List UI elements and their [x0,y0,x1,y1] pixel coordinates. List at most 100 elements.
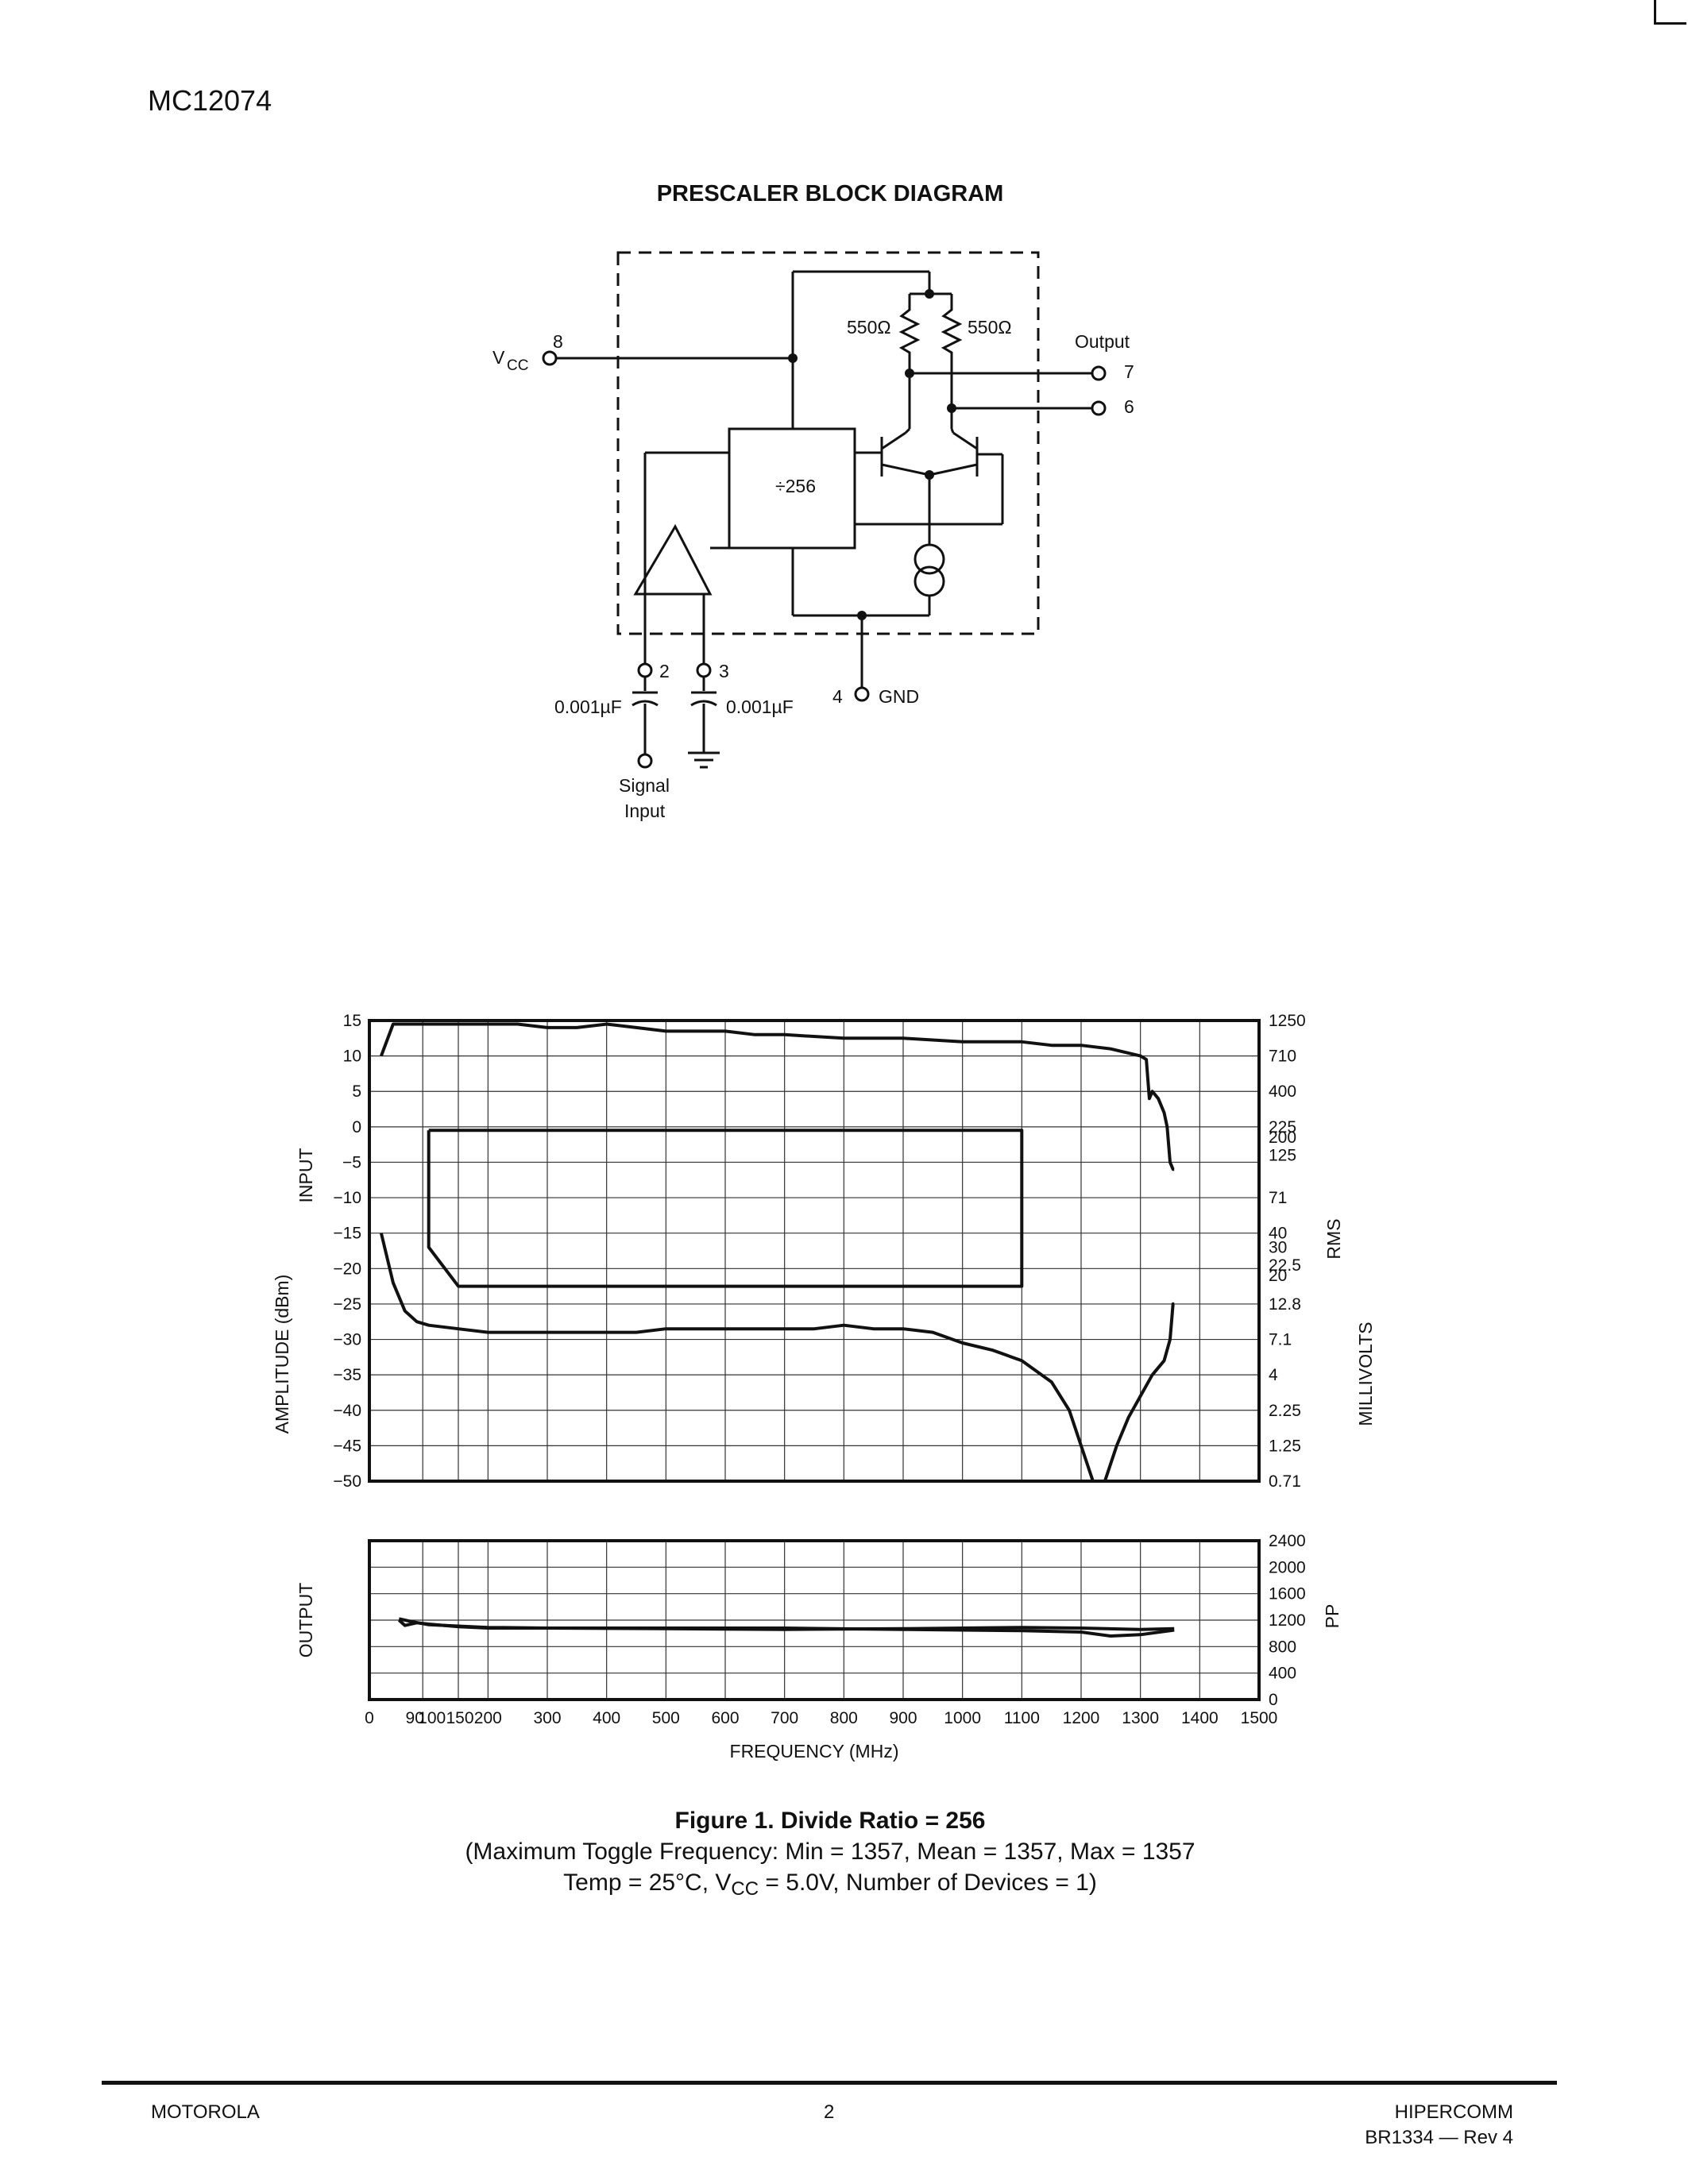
rms-y-tick: 7.1 [1269,1331,1292,1349]
block-diagram-title: PRESCALER BLOCK DIAGRAM [656,181,1004,206]
input-y-tick: −10 [333,1189,361,1207]
rms-y-tick: 71 [1269,1189,1287,1207]
rms-y-tick: 0.71 [1269,1472,1301,1491]
input-ylabel-text: INPUT [295,1148,316,1203]
x-tick: 600 [711,1709,739,1727]
pp-ylabel-text: PP [1322,1603,1342,1629]
pp-y-tick: 0 [1269,1691,1278,1709]
pin-vcc [542,350,558,366]
vcc-label: V [492,347,505,368]
millivolts-ylabel-text: MILLIVOLTS [1355,1322,1376,1426]
rms-y-tick: 12.8 [1269,1295,1301,1314]
pp-y-tick: 400 [1269,1665,1296,1683]
x-tick: 1100 [1004,1709,1040,1727]
pin-out6-number: 6 [1124,396,1134,417]
x-tick: 1500 [1241,1709,1278,1727]
rms-ylabel-text: RMS [1323,1218,1344,1260]
series-output-b [398,1617,1175,1631]
input-y-tick: −45 [333,1437,361,1455]
current-source-symbol [914,543,945,575]
output-ylabel-text: OUTPUT [295,1582,316,1658]
x-tick: 100 [418,1709,446,1727]
signal-input-label-2: Input [624,801,666,821]
input-y-tick: −15 [333,1225,361,1243]
rms-y-tick: 200 [1269,1129,1296,1147]
footer-rule [102,2081,1557,2085]
pin-gnd-number: 4 [832,686,843,707]
input-y-tick: 15 [343,1012,361,1030]
x-tick: 1000 [944,1709,981,1727]
cap-right-label: 0.001µF [726,696,794,717]
resistor-left-symbol [898,294,921,373]
rms-y-tick: 1.25 [1269,1437,1301,1455]
resistor-left-label: 550Ω [847,317,891,338]
x-tick: 900 [889,1709,917,1727]
caption-line2-pre: Temp = 25°C, V [563,1870,732,1896]
rms-y-tick: 1250 [1269,1012,1306,1030]
x-tick: 90 [406,1709,424,1727]
caption-line2-post: = 5.0V, Number of Devices = 1) [759,1870,1097,1896]
input-y-tick: −40 [333,1402,361,1420]
rms-y-tick: 4 [1269,1366,1278,1384]
part-number: MC12074 [148,84,272,117]
x-tick: 500 [652,1709,680,1727]
pp-y-tick: 1200 [1269,1611,1306,1630]
pin-out6 [1091,400,1107,416]
pin-in2 [637,662,653,678]
pp-y-tick: 2400 [1269,1532,1306,1550]
x-tick: 1200 [1063,1709,1100,1727]
rms-y-tick: 40 [1269,1225,1287,1243]
x-tick: 1300 [1122,1709,1159,1727]
input-panel-grid [369,1021,1259,1481]
x-tick: 800 [830,1709,858,1727]
pin-in2-number: 2 [659,661,670,681]
x-tick: 300 [533,1709,561,1727]
pp-y-tick: 800 [1269,1638,1296,1656]
output-panel-grid [369,1541,1259,1700]
rms-y-tick: 22.5 [1269,1256,1301,1275]
gnd-label: GND [879,686,919,707]
divide-ratio-chart: 151050−5−10−15−20−25−30−35−40−45−5012507… [333,1012,1306,1727]
signal-input-label-1: Signal [619,775,670,796]
rms-y-tick: 20 [1269,1267,1287,1285]
pin-out7-number: 7 [1124,361,1134,382]
series-min-input [379,1233,1175,1483]
rms-y-tick: 2.25 [1269,1402,1301,1420]
figure-caption-line2: Temp = 25°C, VCC = 5.0V, Number of Devic… [0,1870,1660,1900]
footer-brand: MOTOROLA [151,2101,260,2123]
pin-vcc-number: 8 [553,331,563,352]
pin-out7 [1091,365,1107,381]
cap-left-label: 0.001µF [554,696,622,717]
footer-page-number: 2 [824,2101,835,2123]
frequency-xlabel: FREQUENCY (MHz) [729,1741,899,1761]
vcc-sub-label: CC [507,357,528,374]
series-max-input [380,1022,1175,1171]
input-amplifier-symbol [633,523,713,596]
package-outline [616,251,1040,635]
series-test-box [427,1129,1024,1288]
x-tick: 0 [365,1709,374,1727]
input-y-tick: 5 [352,1082,361,1101]
pp-y-tick: 2000 [1269,1558,1306,1576]
rms-y-tick: 225 [1269,1118,1296,1136]
output-panel-frame [368,1539,1261,1701]
x-tick: 400 [593,1709,620,1727]
pin-signal-input [637,753,653,769]
input-y-tick: −25 [333,1295,361,1314]
x-tick: 200 [474,1709,502,1727]
rms-y-tick: 400 [1269,1082,1296,1101]
input-panel-frame [368,1019,1261,1483]
caption-line2-sub: CC [731,1878,759,1900]
resistor-right-symbol [941,294,963,408]
figure-caption-line1: (Maximum Toggle Frequency: Min = 1357, M… [465,1839,1196,1865]
pp-y-tick: 1600 [1269,1585,1306,1603]
corner-crop-mark [1654,0,1686,25]
x-tick: 150 [446,1709,473,1727]
figure-caption-title: Figure 1. Divide Ratio = 256 [674,1808,986,1834]
input-y-tick: −20 [333,1260,361,1278]
divider-label: ÷256 [775,476,816,496]
input-y-tick: −5 [342,1153,361,1171]
amplitude-ylabel-text: AMPLITUDE (dBm) [272,1274,292,1434]
footer-doc-rev: BR1334 — Rev 4 [1365,2127,1513,2148]
x-tick: 1400 [1181,1709,1219,1727]
